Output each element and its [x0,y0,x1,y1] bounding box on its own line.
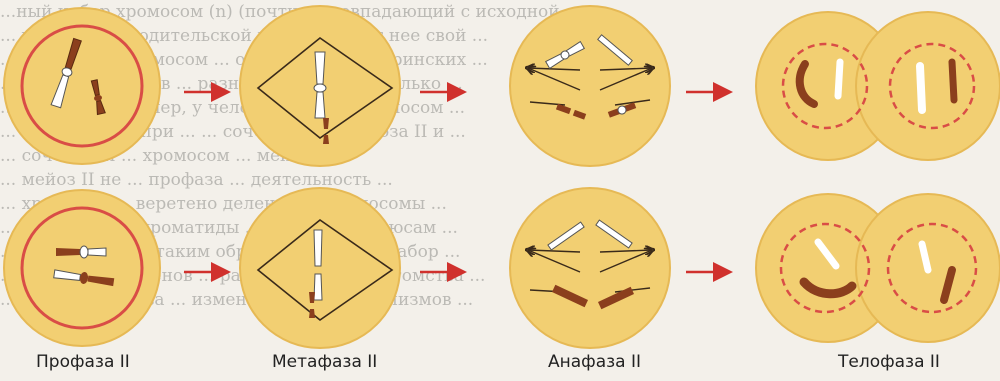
chromosome [314,52,326,118]
cell-body [510,6,670,166]
chromosome [314,230,322,300]
anaphase-cell-top [510,6,670,166]
cell-body [4,190,160,346]
prophase-cell-bottom [4,190,160,346]
cell-body [856,12,1000,160]
cell-body [4,8,160,164]
metaphase-cell-top [240,6,400,166]
chromosome [952,62,954,100]
chromosome [838,62,840,96]
telophase-cells-top [756,12,1000,160]
telophase-cells-bottom [756,194,1000,342]
label-anaphase: Анафаза II [548,352,641,372]
label-metaphase: Метафаза II [272,352,377,372]
label-telophase: Телофаза II [838,352,940,372]
label-prophase: Профаза II [36,352,130,372]
anaphase-cell-bottom [510,188,670,348]
prophase-cell-top [4,8,160,164]
metaphase-cell-bottom [240,188,400,348]
chromosome [920,66,922,110]
cell-body [510,188,670,348]
cell-body [240,188,400,348]
